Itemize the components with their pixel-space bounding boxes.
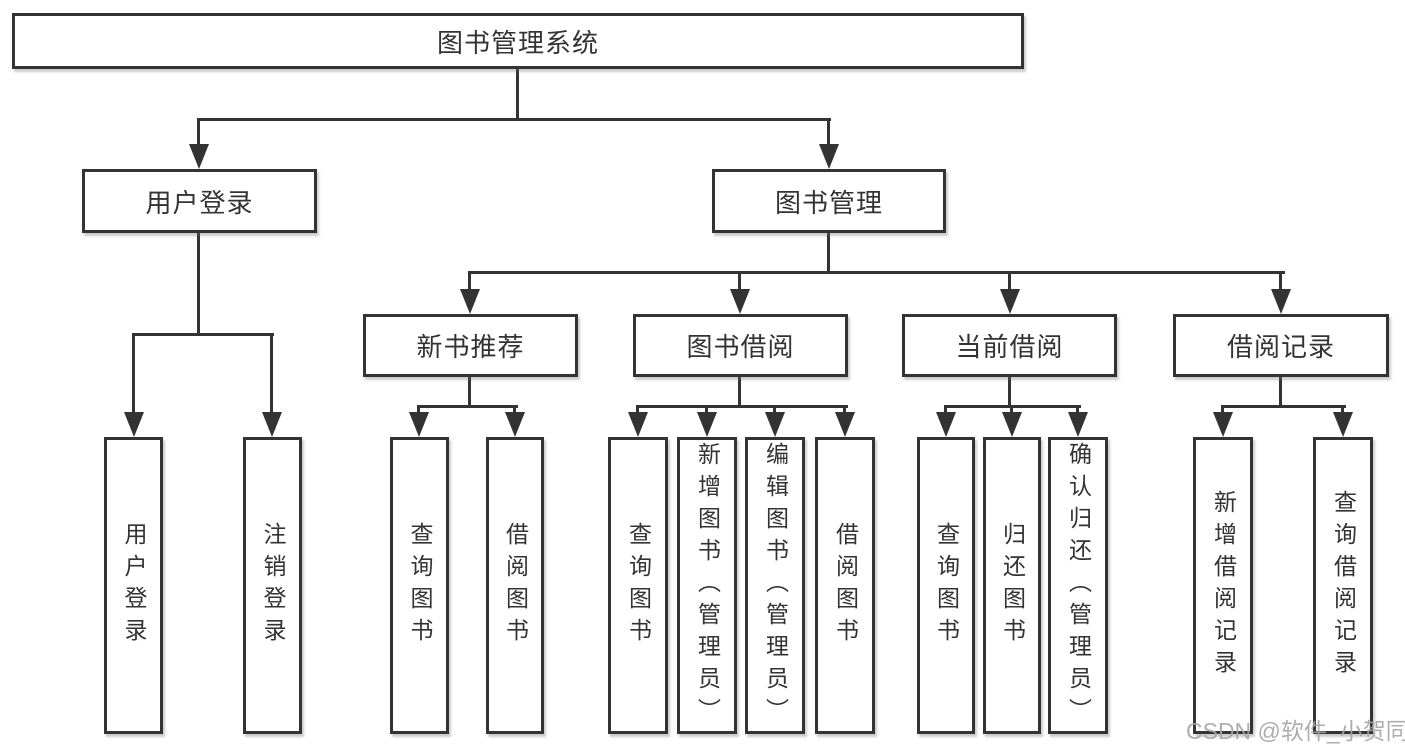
- arrow-down-icon: [835, 412, 855, 437]
- connector-line: [417, 405, 420, 417]
- connector-line: [827, 118, 830, 146]
- arrow-down-icon: [1213, 412, 1233, 437]
- leaf-label: 查询图书: [933, 521, 960, 650]
- arrow-down-icon: [1333, 412, 1353, 437]
- leaf-label: 查询借阅记录: [1330, 489, 1357, 682]
- node-label: 用户登录: [145, 187, 254, 218]
- arrow-down-icon: [765, 412, 785, 437]
- connector-line: [132, 333, 274, 336]
- leaf-label: 归还图书: [999, 521, 1026, 650]
- arrow-down-icon: [697, 412, 717, 437]
- leaf-confirm-return-admin: 确认归还（管理员）: [1048, 437, 1108, 734]
- leaf-edit-book-admin: 编辑图书（管理员）: [745, 437, 805, 734]
- arrow-down-icon: [819, 144, 839, 169]
- node-label: 借阅记录: [1226, 332, 1335, 362]
- node-library-system: 图书管理系统: [12, 13, 1024, 69]
- arrow-down-icon: [1000, 289, 1020, 314]
- connector-line: [197, 233, 200, 336]
- leaf-label: 新增图书（管理员）: [694, 441, 721, 730]
- connector-line: [1279, 377, 1282, 408]
- connector-line: [516, 69, 519, 120]
- connector-line: [1279, 271, 1282, 291]
- connector-line: [468, 377, 471, 408]
- connector-line: [1076, 405, 1079, 417]
- leaf-label: 查询图书: [407, 521, 433, 650]
- node-label: 图书管理: [774, 187, 883, 218]
- node-book-borrow: 图书借阅: [633, 314, 848, 377]
- connector-line: [1221, 405, 1224, 417]
- arrow-down-icon: [628, 412, 648, 437]
- leaf-label: 确认归还（管理员）: [1065, 441, 1092, 730]
- arrow-down-icon: [262, 412, 282, 437]
- connector-line: [417, 405, 518, 408]
- leaf-label: 编辑图书（管理员）: [762, 441, 789, 730]
- node-label: 当前借阅: [955, 332, 1064, 362]
- node-label: 图书借阅: [686, 332, 795, 362]
- arrow-down-icon: [124, 412, 144, 437]
- connector-line: [738, 377, 741, 408]
- connector-line: [1008, 377, 1011, 408]
- arrow-down-icon: [505, 412, 525, 437]
- arrow-down-icon: [460, 289, 480, 314]
- leaf-user-login: 用户登录: [104, 437, 163, 734]
- connector-line: [1010, 405, 1013, 417]
- connector-line: [1008, 271, 1011, 291]
- leaf-add-borrow-record: 新增借阅记录: [1193, 437, 1253, 734]
- arrow-down-icon: [1271, 289, 1291, 314]
- node-book-management: 图书管理: [712, 169, 946, 233]
- connector-line: [636, 405, 848, 408]
- node-user-login: 用户登录: [82, 169, 317, 233]
- leaf-logout: 注销登录: [243, 437, 302, 734]
- leaf-label: 用户登录: [121, 521, 147, 650]
- connector-line: [513, 405, 516, 417]
- leaf-label: 借阅图书: [832, 521, 859, 650]
- node-current-borrow: 当前借阅: [902, 314, 1117, 377]
- arrow-down-icon: [1068, 412, 1088, 437]
- leaf-query-books-recommend: 查询图书: [390, 437, 449, 734]
- leaf-borrow-books: 借阅图书: [815, 437, 875, 734]
- connector-line: [843, 405, 846, 417]
- connector-line: [1221, 405, 1346, 408]
- node-new-book-recommend: 新书推荐: [363, 314, 578, 377]
- leaf-label: 新增借阅记录: [1210, 489, 1237, 682]
- connector-line: [270, 333, 273, 413]
- arrow-down-icon: [730, 289, 750, 314]
- arrow-down-icon: [936, 412, 956, 437]
- connector-line: [197, 118, 831, 121]
- leaf-query-books-current: 查询图书: [917, 437, 975, 734]
- connector-line: [132, 333, 135, 413]
- leaf-label: 注销登录: [260, 521, 286, 650]
- connector-line: [468, 271, 471, 291]
- leaf-label: 查询图书: [625, 521, 652, 650]
- connector-line: [773, 405, 776, 417]
- connector-line: [944, 405, 947, 417]
- connector-line: [705, 405, 708, 417]
- arrow-down-icon: [1002, 412, 1022, 437]
- connector-line: [636, 405, 639, 417]
- connector-line: [738, 271, 741, 291]
- node-label: 新书推荐: [416, 332, 525, 362]
- leaf-label: 借阅图书: [502, 521, 529, 650]
- leaf-add-book-admin: 新增图书（管理员）: [677, 437, 737, 734]
- arrow-down-icon: [409, 412, 429, 437]
- arrow-down-icon: [189, 144, 209, 169]
- connector-line: [197, 118, 200, 146]
- leaf-borrow-books-recommend: 借阅图书: [486, 437, 544, 734]
- connector-line: [468, 271, 1285, 274]
- leaf-query-borrow-record: 查询借阅记录: [1313, 437, 1373, 734]
- leaf-return-book: 归还图书: [983, 437, 1041, 734]
- leaf-query-books-borrow: 查询图书: [608, 437, 668, 734]
- node-label: 图书管理系统: [436, 27, 599, 58]
- csdn-watermark: CSDN @软件_小贺同学: [1186, 718, 1405, 744]
- connector-line: [1341, 405, 1344, 417]
- node-borrow-records: 借阅记录: [1173, 314, 1389, 377]
- connector-line: [827, 233, 830, 274]
